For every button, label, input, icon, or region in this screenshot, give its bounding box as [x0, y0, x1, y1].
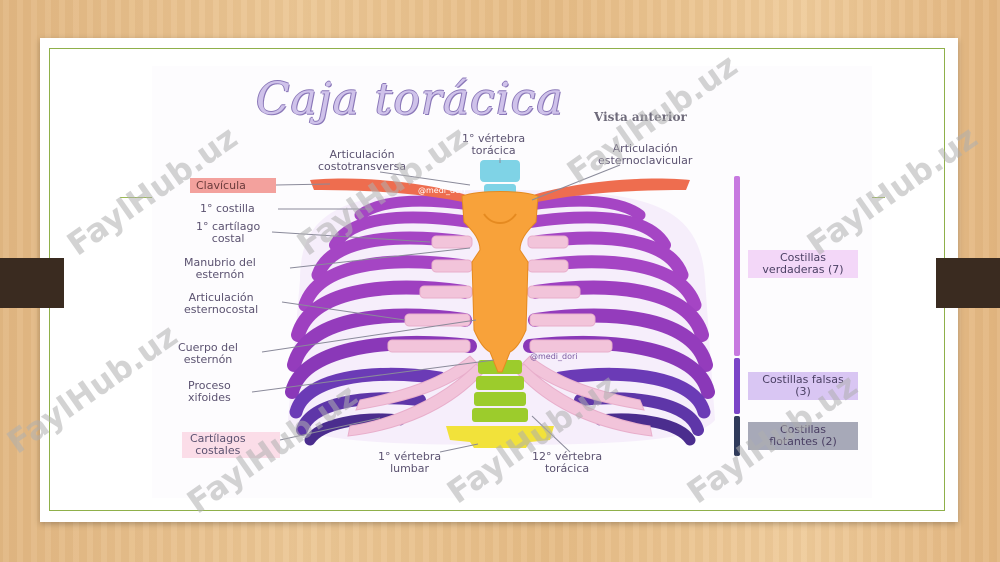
label-line: 1° vértebra: [462, 132, 526, 145]
left-slide-tab: [0, 258, 64, 308]
label-line: Proceso: [188, 379, 231, 392]
sternum: [461, 191, 539, 373]
label-line: torácica: [471, 144, 516, 157]
group-line: (3): [795, 385, 811, 398]
cartilage-right: [529, 339, 613, 353]
vertebral-column: [446, 160, 554, 448]
group-costillas-falsas: Costillas falsas (3): [748, 372, 858, 400]
label-cartilagos-costales: Cartílagos costales: [190, 433, 246, 457]
vertebra-t12: [472, 408, 528, 422]
leader-line: [531, 415, 571, 453]
cartilage-right: [521, 355, 645, 411]
label-line: esternón: [183, 353, 233, 366]
group-costillas-verdaderas: Costillas verdaderas (7): [748, 250, 858, 278]
cartilage-left: [404, 313, 471, 327]
label-line: Articulación: [188, 291, 254, 304]
leader-line: [271, 231, 431, 243]
group-line: Costillas: [779, 251, 827, 264]
label-costilla1: 1° costilla: [200, 202, 255, 215]
vertebra: [474, 392, 526, 406]
rib-right-8: [553, 367, 711, 419]
label-line: lumbar: [390, 462, 430, 475]
cartilage-left: [431, 235, 473, 249]
label-clavicula: Clavícula: [190, 178, 276, 193]
leader-line: [261, 319, 477, 353]
label-manubrio: Manubrio del esternón: [184, 257, 256, 281]
label-line: Cuerpo del: [178, 341, 238, 354]
cartilage-left: [387, 339, 471, 353]
label-line: esternón: [195, 268, 245, 281]
label-proceso-xifoides: Proceso xifoides: [188, 380, 231, 404]
label-articulacion-esternocostal: Articulación esternocostal: [184, 292, 258, 316]
cartilage-left: [347, 363, 485, 437]
group-line: Costillas: [779, 423, 827, 436]
leader-line: [289, 247, 471, 269]
clavicle-left: [310, 178, 472, 204]
author-handle: @medi_dori: [418, 186, 466, 195]
diagram-title: Caja torácica: [256, 74, 564, 125]
leader-lines: [251, 158, 621, 453]
label-line: Articulación: [612, 142, 678, 155]
manubrium-edge: [483, 213, 517, 224]
group-costillas-flotantes: Costillas flotantes (2): [748, 422, 858, 450]
rib-right-2: [524, 211, 671, 251]
bar-true-ribs: [734, 176, 740, 356]
right-slide-tab: [936, 258, 1000, 308]
leader-line: [531, 164, 621, 201]
author-handle: @medi_dori: [530, 352, 578, 361]
label-vertebra-1-toracica: 1° vértebra torácica: [462, 133, 525, 157]
label-line: costotransversa: [318, 160, 407, 173]
label-articulacion-costotransversa: Articulación costotransversa: [318, 149, 406, 173]
group-line: verdaderas (7): [762, 263, 844, 276]
vertebra-t1: [480, 160, 520, 182]
costal-cartilages: [347, 235, 653, 437]
bar-false-ribs: [734, 358, 740, 414]
leader-line: [281, 301, 406, 321]
label-cuerpo-esternon: Cuerpo del esternón: [178, 342, 238, 366]
label-line: 1° vértebra: [378, 450, 442, 463]
cartilage-right: [529, 313, 596, 327]
frame-accent-line: [120, 197, 160, 198]
cartilage-left: [431, 259, 473, 273]
label-articulacion-esternoclavicular: Articulación esternoclavicular: [598, 143, 692, 167]
bar-floating-ribs: [734, 416, 740, 456]
leader-line: [379, 171, 471, 186]
label-cartilago1: 1° cartílago costal: [196, 221, 260, 245]
leader-line: [439, 443, 479, 453]
rib-left-1: [354, 195, 476, 221]
label-line: xifoides: [188, 391, 231, 404]
group-line: flotantes (2): [769, 435, 837, 448]
label-line: costales: [195, 444, 241, 457]
cartilage-left: [355, 355, 479, 411]
leader-line: [251, 359, 495, 393]
frame-accent-line: [865, 197, 885, 198]
label-vertebra-12-toracica: 12° vértebra torácica: [532, 451, 602, 475]
rib-right-1: [524, 195, 646, 221]
label-line: 1° cartílago: [196, 220, 261, 233]
diagram-subtitle: Vista anterior: [594, 110, 687, 124]
label-line: torácica: [544, 462, 590, 475]
clavicle-right: [528, 178, 690, 204]
label-line: 12° vértebra: [532, 450, 603, 463]
vertebra-l1: [446, 426, 554, 448]
cartilage-right: [527, 285, 581, 299]
cartilage-right: [527, 235, 569, 249]
cartilage-right: [515, 363, 653, 437]
label-cartilagos-costales-highlight: [182, 432, 280, 458]
leader-line: [275, 183, 331, 186]
label-vertebra-1-lumbar: 1° vértebra lumbar: [378, 451, 441, 475]
cartilage-right: [527, 259, 569, 273]
group-line: Costillas falsas: [762, 373, 844, 386]
label-line: costal: [211, 232, 245, 245]
label-line: esternoclavicular: [598, 154, 693, 167]
label-line: esternocostal: [184, 303, 259, 316]
label-line: Manubrio del: [184, 256, 256, 269]
cartilage-left: [419, 285, 473, 299]
label-line: Articulación: [329, 148, 395, 161]
leader-line: [279, 417, 381, 441]
rib-left-8: [289, 367, 447, 419]
label-line: Cartílagos: [190, 432, 246, 445]
vertebra: [476, 376, 524, 390]
